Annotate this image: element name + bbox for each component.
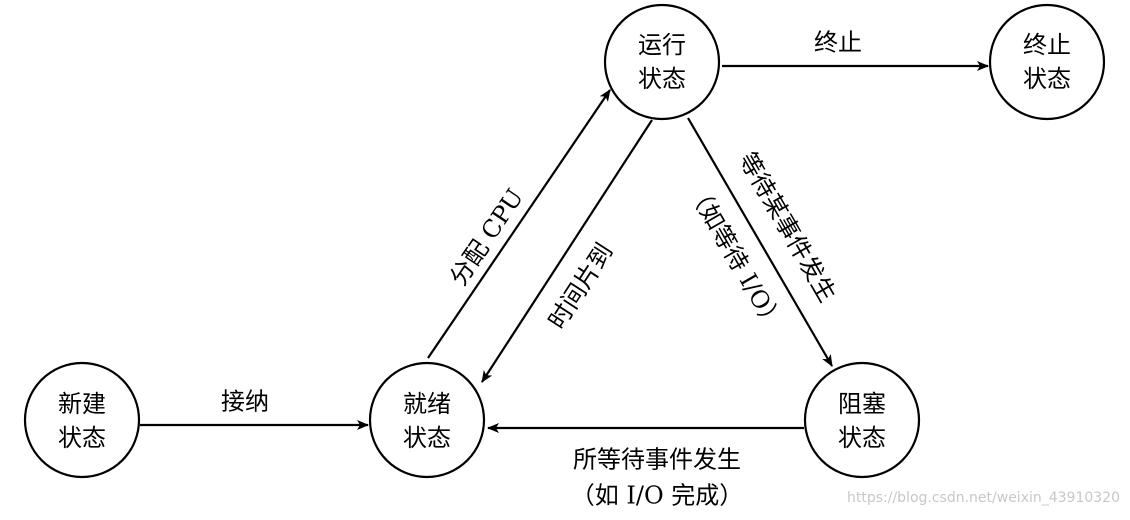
state-running: 运行 状态 <box>603 3 721 121</box>
state-terminated-line1: 终止 <box>1023 31 1071 59</box>
state-ready: 就绪 状态 <box>368 361 486 479</box>
state-new: 新建 状态 <box>23 361 141 479</box>
edge-timeout <box>481 119 653 383</box>
state-blocked-line1: 阻塞 <box>838 390 886 418</box>
state-running-line2: 状态 <box>638 65 686 93</box>
watermark: https://blog.csdn.net/weixin_43910320 <box>847 490 1120 506</box>
state-new-line2: 状态 <box>58 424 106 452</box>
label-admit: 接纳 <box>221 388 269 416</box>
label-wakeup-line2: （如 I/O 完成） <box>571 482 744 510</box>
edge-wait <box>687 117 833 367</box>
label-wakeup-line1: 所等待事件发生 <box>573 446 741 474</box>
label-exit: 终止 <box>814 29 862 57</box>
state-terminated-line2: 状态 <box>1023 65 1071 93</box>
state-blocked: 阻塞 状态 <box>803 361 921 479</box>
label-dispatch: 分配 CPU <box>444 184 529 291</box>
state-ready-line1: 就绪 <box>403 390 451 418</box>
state-new-line1: 新建 <box>58 390 106 418</box>
edge-dispatch <box>427 89 611 359</box>
state-blocked-line2: 状态 <box>838 424 886 452</box>
label-timeout: 时间片到 <box>543 238 619 334</box>
state-running-line1: 运行 <box>638 31 686 59</box>
state-terminated: 终止 状态 <box>988 3 1106 121</box>
state-ready-line2: 状态 <box>403 424 451 452</box>
